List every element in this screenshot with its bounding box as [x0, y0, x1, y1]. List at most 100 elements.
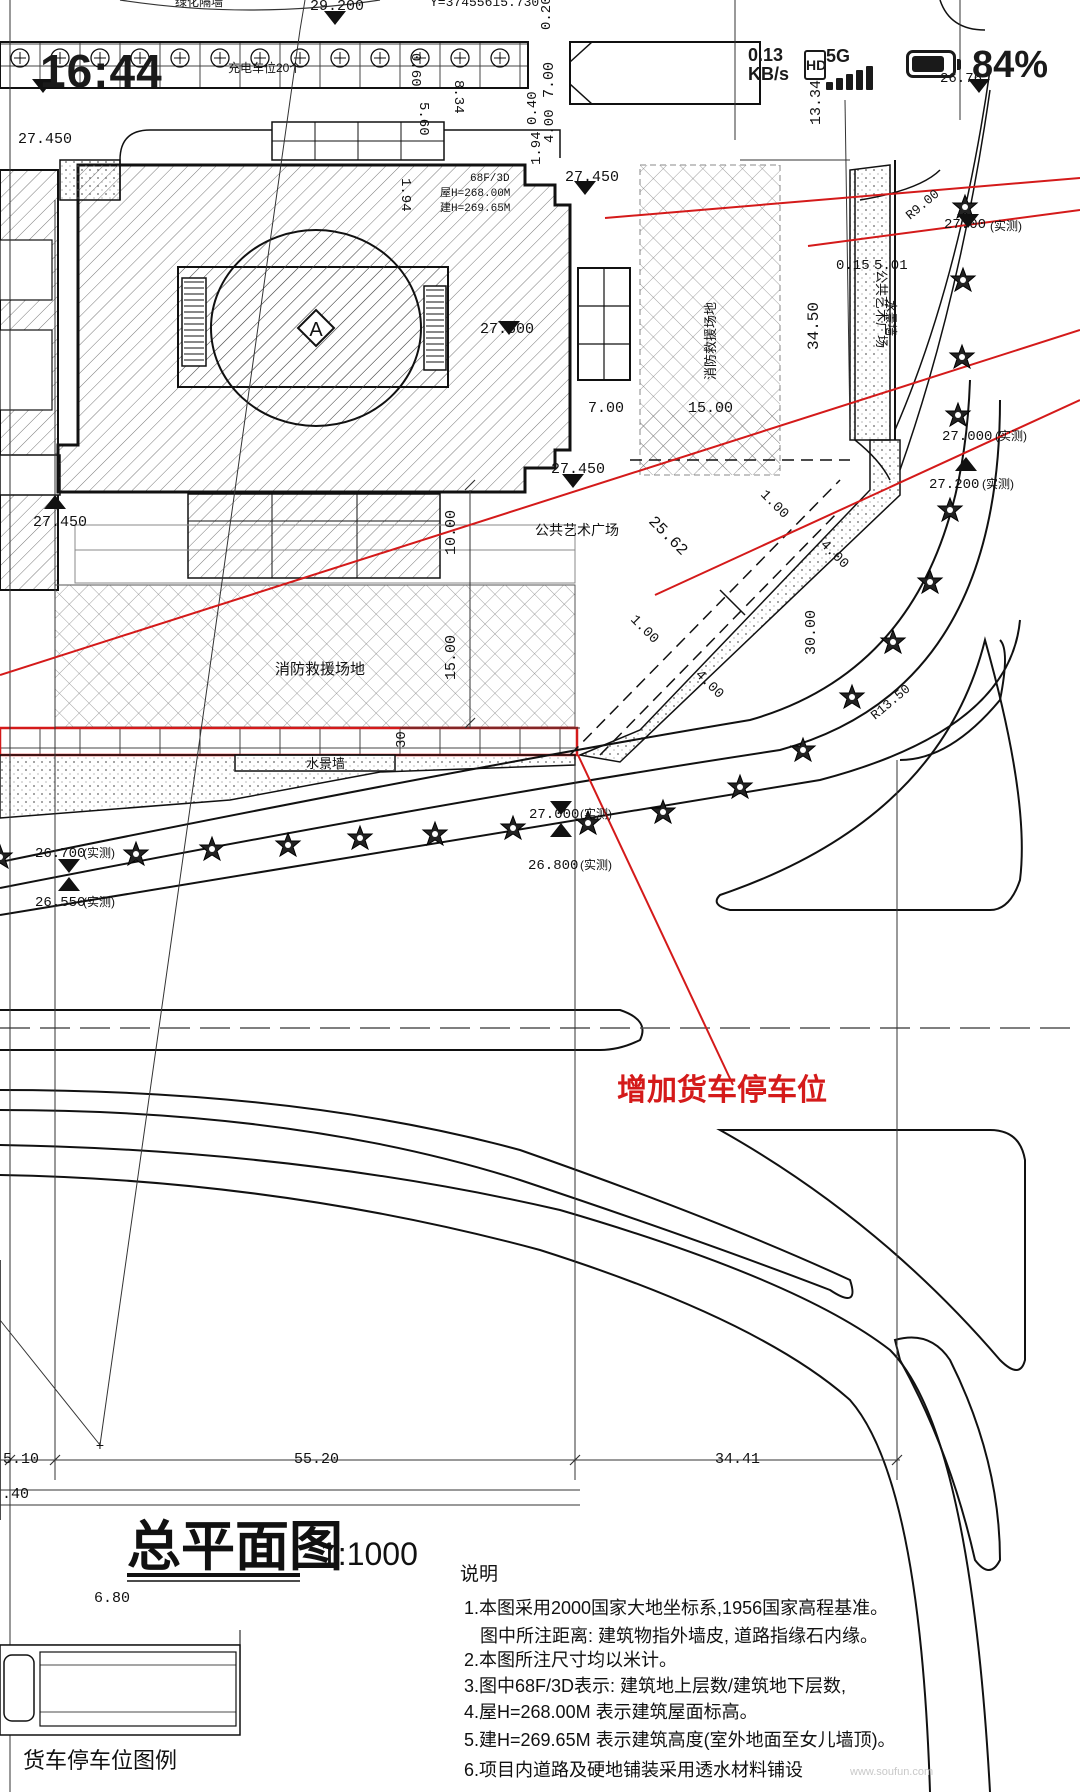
charging-spot-icon	[130, 48, 150, 68]
legend-caption: 货车停车位图例	[23, 1748, 177, 1773]
svg-text:13.34: 13.34	[808, 80, 825, 125]
charging-spot-icon	[250, 48, 270, 68]
svg-text:(实测): (实测)	[990, 218, 1022, 233]
svg-text:(实测): (实测)	[83, 894, 115, 909]
road-curves	[0, 379, 1026, 1792]
charging-spot-icon	[450, 48, 470, 68]
svg-text:0.60: 0.60	[407, 53, 423, 87]
plan-title: 总平面图 1:1000	[127, 1517, 418, 1582]
charging-spot-icon	[170, 48, 190, 68]
svg-text:34.50: 34.50	[805, 302, 823, 350]
svg-text:0.15: 0.15	[836, 258, 870, 274]
svg-text:.40: .40	[2, 1486, 29, 1503]
svg-text:27.450: 27.450	[551, 461, 605, 478]
status-bar: 16:44 0.13 KB/s HD 5G 84%	[0, 36, 1080, 97]
svg-text:27.00: 27.00	[944, 217, 986, 233]
charging-spot-icon	[490, 48, 510, 68]
svg-text:屋H=268.00M: 屋H=268.00M	[440, 186, 510, 200]
tree-icon	[275, 832, 301, 857]
svg-text:1.94: 1.94	[529, 131, 545, 165]
red-annotation: 增加货车停车位	[617, 1073, 827, 1107]
building-a: A	[56, 163, 572, 494]
svg-text:27.450: 27.450	[18, 131, 72, 148]
svg-text:公共艺术广场: 公共艺术广场	[535, 522, 619, 538]
charging-spot-icon	[90, 48, 110, 68]
battery-icon	[906, 50, 956, 78]
svg-text:1.00: 1.00	[626, 612, 661, 647]
svg-text:Y=37455615.730: Y=37455615.730	[430, 0, 539, 10]
charging-spot-icon	[210, 48, 230, 68]
svg-text:15.00: 15.00	[443, 635, 460, 680]
svg-text:0.20: 0.20	[539, 0, 555, 30]
svg-text:(实测): (实测)	[580, 806, 612, 821]
svg-text:27.000: 27.000	[942, 429, 992, 445]
svg-text:R13.50: R13.50	[868, 681, 914, 723]
svg-text:30: 30	[394, 731, 410, 748]
truck-legend	[0, 1644, 241, 1736]
svg-text:30.00: 30.00	[803, 610, 820, 655]
svg-text:充电车位20个: 充电车位20个	[228, 60, 301, 75]
svg-text:消防救援场地: 消防救援场地	[703, 302, 718, 380]
svg-text:图中所注距离: 建筑物指外墙皮, 道路指缘石内缘。: 图中所注距离: 建筑物指外墙皮, 道路指缘石内缘。	[480, 1626, 878, 1646]
svg-text:(实测): (实测)	[982, 476, 1014, 491]
charging-spot-icon	[290, 48, 310, 68]
top-parking-strip	[0, 41, 529, 89]
svg-text:www.soufun.com: www.soufun.com	[849, 1766, 933, 1778]
tree-icon	[650, 799, 676, 824]
svg-text:水景墙: 水景墙	[884, 300, 898, 336]
battery-percent: 84%	[972, 44, 1049, 86]
reference-lines	[0, 0, 961, 1792]
svg-text:7.00: 7.00	[588, 400, 624, 417]
tree-icon	[199, 836, 225, 861]
tree-icon	[790, 737, 816, 762]
svg-text:26.700: 26.700	[35, 846, 85, 862]
charging-spot-icon	[10, 48, 30, 68]
signal-icon	[826, 66, 886, 90]
svg-text:(实测): (实测)	[580, 857, 612, 872]
svg-text:15.00: 15.00	[688, 400, 733, 417]
network-speed: 0.13 KB/s	[748, 46, 789, 84]
charging-spot-icon	[370, 48, 390, 68]
svg-text:27.200: 27.200	[929, 477, 979, 493]
svg-text:29.200: 29.200	[310, 0, 364, 15]
svg-text:建H=269.65M: 建H=269.65M	[440, 200, 510, 215]
svg-text:27.000: 27.000	[529, 807, 579, 823]
charging-spot-icon	[50, 48, 70, 68]
svg-text:68F/3D: 68F/3D	[470, 173, 510, 185]
svg-text:1.本图采用2000国家大地坐标系,1956国家高程基准。: 1.本图采用2000国家大地坐标系,1956国家高程基准。	[464, 1598, 888, 1618]
svg-text:1.94: 1.94	[397, 178, 413, 212]
svg-text:10.00: 10.00	[443, 510, 460, 555]
svg-text:55.20: 55.20	[294, 1451, 339, 1468]
svg-text:34.41: 34.41	[715, 1451, 760, 1468]
network-speed-value: 0.13	[748, 45, 784, 65]
tree-icon	[839, 684, 865, 709]
svg-text:(实测): (实测)	[83, 845, 115, 860]
plan-scale: 1:1000	[320, 1536, 418, 1572]
svg-text:6.80: 6.80	[94, 1590, 130, 1607]
svg-text:4.屋H=268.00M 表示建筑屋面标高。: 4.屋H=268.00M 表示建筑屋面标高。	[464, 1702, 758, 1722]
svg-text:说明: 说明	[460, 1563, 498, 1585]
svg-text:7.00: 7.00	[541, 62, 558, 98]
svg-text:27.450: 27.450	[565, 169, 619, 186]
svg-text:5.10: 5.10	[3, 1451, 39, 1468]
svg-text:26.550: 26.550	[35, 895, 85, 911]
svg-text:5.60: 5.60	[415, 102, 431, 136]
red-markup-lines	[0, 177, 1080, 1086]
notes-block: 说明 1.本图采用2000国家大地坐标系,1956国家高程基准。 图中所注距离:…	[460, 1563, 896, 1780]
network-speed-unit: KB/s	[748, 64, 790, 84]
svg-text:27.600: 27.600	[480, 321, 534, 338]
svg-text:1.00: 1.00	[756, 487, 791, 522]
svg-text:6.项目内道路及硬地铺装采用透水材料铺设: 6.项目内道路及硬地铺装采用透水材料铺设	[464, 1760, 803, 1780]
svg-text:5.建H=269.65M 表示建筑高度(室外地面至女儿墙顶): 5.建H=269.65M 表示建筑高度(室外地面至女儿墙顶)。	[464, 1730, 896, 1750]
tree-icon	[347, 825, 373, 850]
svg-text:+: +	[96, 1437, 104, 1453]
charging-spot-icon	[410, 48, 430, 68]
tree-icon	[917, 569, 943, 594]
tree-icon	[950, 267, 976, 292]
network-type: 5G	[826, 46, 851, 66]
svg-text:27.450: 27.450	[33, 514, 87, 531]
svg-text:26.800: 26.800	[528, 858, 578, 874]
svg-text:0.40: 0.40	[525, 91, 541, 125]
plan-main-title: 总平面图	[127, 1517, 343, 1577]
